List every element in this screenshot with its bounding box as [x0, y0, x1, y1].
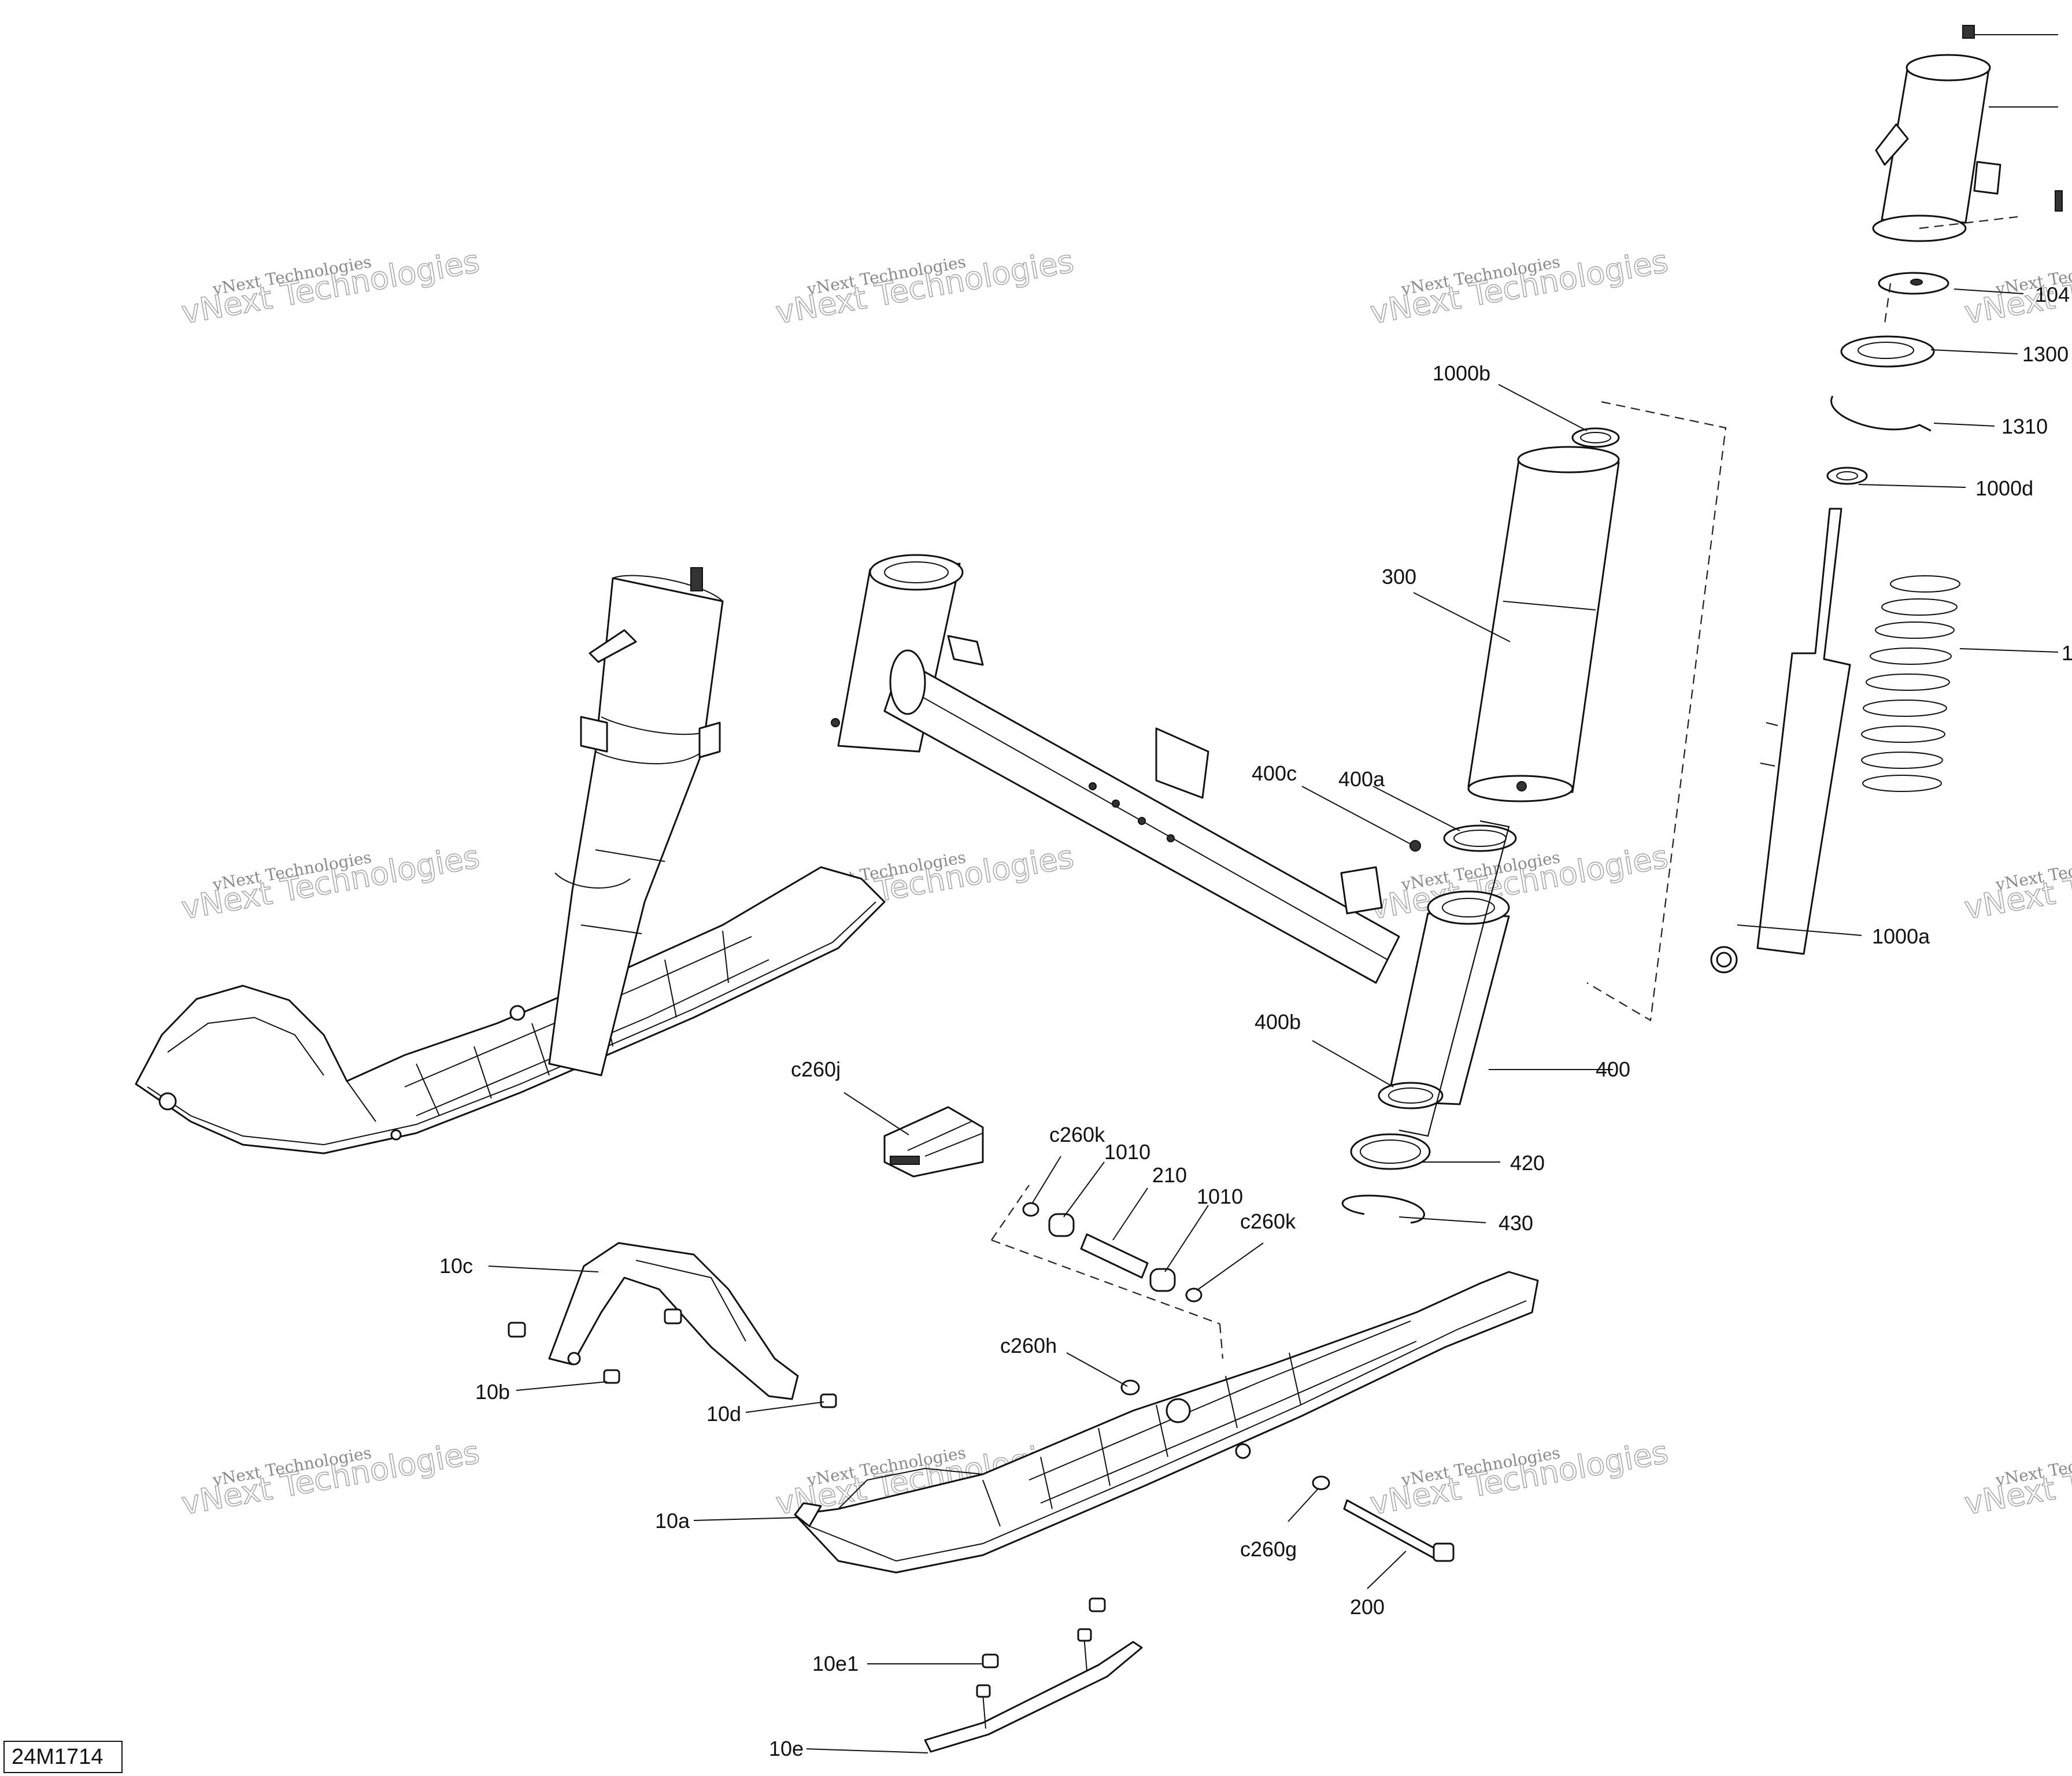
dashed-groups: [991, 216, 2018, 1359]
nut-c260h: [1120, 1379, 1140, 1396]
svg-text:vNext Technologies: vNext Technologies: [1367, 1434, 1671, 1522]
ring-400a: [1443, 824, 1517, 852]
ski-10a: [794, 1271, 1539, 1574]
callout-labels: 1000b 300 400c 400a 400b 400 420 430 130…: [439, 283, 2072, 1760]
callout-400a: 400a: [1338, 767, 1385, 791]
shock-1000a: [1756, 508, 1851, 955]
callout-104: 104: [2035, 283, 2070, 306]
callout-10e1: 10e1: [812, 1652, 859, 1675]
callout-10b: 10b: [475, 1380, 510, 1404]
leader-lines: [488, 34, 2059, 1753]
watermark: vNext Technologies vNext Technologies: [178, 1433, 482, 1522]
spring-1: [1861, 575, 1960, 792]
svg-text:vNext Technologies: vNext Technologies: [179, 243, 482, 331]
svg-text:vNext Technologies: vNext Technologies: [179, 1434, 482, 1522]
callout-420: 420: [1510, 1151, 1545, 1175]
watermark: vNext Technologies vNext Technologies: [772, 242, 1076, 331]
callout-10a: 10a: [655, 1509, 690, 1533]
shock-left: [548, 577, 724, 1076]
nut-10e1: [982, 1653, 999, 1668]
assembled-ski-left: [135, 567, 886, 1155]
tube-300: [1467, 446, 1620, 802]
watermark: vNext Technologies vNext Technologies: [1961, 838, 2072, 927]
callout-c260k-b: c260k: [1240, 1209, 1296, 1233]
upper-shock-stack: [1710, 25, 2063, 974]
svg-text:vNext Technologies: vNext Technologies: [1367, 838, 1671, 927]
plate-1300: [1840, 335, 1935, 368]
ring-1000b: [1571, 427, 1620, 448]
bracket-400: [1398, 820, 1510, 1137]
callout-1010-b: 1010: [1197, 1185, 1243, 1208]
ball-400c: [1409, 840, 1421, 852]
ski-body-left: [135, 866, 886, 1155]
ski-loop-10c: [548, 1242, 799, 1400]
bolt-10b-b: [664, 1308, 682, 1324]
callout-400: 400: [1596, 1057, 1630, 1081]
washer-1000d: [1826, 467, 1868, 485]
watermark: vNext Technologies vNext Technologies: [1961, 1433, 2072, 1522]
callout-10d: 10d: [706, 1402, 741, 1426]
nut-10d: [820, 1393, 837, 1408]
steering-bar: [831, 554, 1510, 1105]
callout-400c: 400c: [1252, 761, 1297, 785]
washer-c260k-left: [1022, 1202, 1039, 1217]
callout-c260j: c260j: [791, 1057, 841, 1081]
watermark: vNext Technologies vNext Technologies: [1367, 1433, 1671, 1522]
watermark: vNext Technologies vNext Technologies: [1367, 242, 1671, 331]
svg-text:vNext Technologies: vNext Technologies: [1962, 838, 2072, 927]
callout-1: 1: [2062, 641, 2072, 665]
callout-200: 200: [1350, 1595, 1385, 1619]
svg-text:vNext Technologies: vNext Technologies: [1962, 1434, 2072, 1522]
sleeve-210: [1080, 1233, 1149, 1279]
callout-1000a: 1000a: [1872, 924, 1930, 948]
callout-1000b: 1000b: [1433, 361, 1490, 385]
callout-c260k-a: c260k: [1049, 1123, 1105, 1146]
callout-1300: 1300: [2022, 342, 2069, 366]
callout-300: 300: [1382, 565, 1416, 589]
callout-210: 210: [1152, 1163, 1187, 1187]
spindle-tube-right: [1386, 912, 1510, 1105]
clip-430: [1341, 1194, 1425, 1224]
watermark: vNext Technologies vNext Technologies: [178, 838, 482, 927]
nut-c260g: [1312, 1475, 1330, 1490]
svg-text:vNext Technologies: vNext Technologies: [773, 243, 1076, 331]
callout-10e: 10e: [769, 1737, 804, 1760]
callout-400b: 400b: [1255, 1010, 1301, 1034]
svg-text:vNext Technologies: vNext Technologies: [179, 838, 482, 927]
bushing-1010-right: [1149, 1268, 1176, 1292]
wear-bar-10e: [924, 1628, 1143, 1753]
bolt-10b-a: [508, 1322, 526, 1338]
watermark: vNext Technologies vNext Technologies: [178, 242, 482, 331]
callout-430: 430: [1498, 1211, 1533, 1235]
nut-top: [1089, 1597, 1106, 1612]
diagram-code: 24M1714: [3, 1741, 123, 1773]
callout-1000d: 1000d: [1975, 476, 2033, 500]
callout-c260h: c260h: [1000, 1334, 1057, 1357]
bumper-c260j: [883, 1106, 984, 1178]
callout-1310: 1310: [2001, 415, 2048, 438]
clip-1310: [1830, 395, 1932, 432]
callout-c260g: c260g: [1240, 1537, 1297, 1561]
washer-c260k-right: [1185, 1287, 1202, 1303]
callout-10c: 10c: [439, 1254, 473, 1278]
ring-400b: [1378, 1082, 1444, 1109]
svg-text:vNext Technologies: vNext Technologies: [1367, 243, 1671, 331]
bushing-1010-left: [1048, 1213, 1075, 1237]
nut-10b: [603, 1369, 620, 1384]
callout-1010-a: 1010: [1104, 1140, 1150, 1164]
